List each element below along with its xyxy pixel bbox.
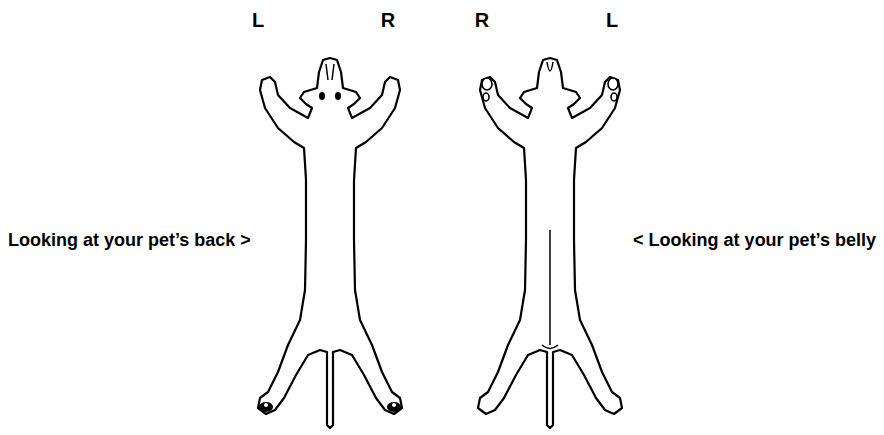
pet-belly-view bbox=[478, 58, 622, 428]
side-letter: L bbox=[252, 8, 264, 32]
side-letter: R bbox=[475, 8, 489, 32]
view-caption: < Looking at your pet’s belly bbox=[633, 230, 876, 252]
side-letter: L bbox=[606, 8, 618, 32]
view-caption: Looking at your pet’s back > bbox=[8, 230, 251, 252]
side-letter: R bbox=[381, 8, 395, 32]
pet-back-view bbox=[258, 58, 402, 428]
